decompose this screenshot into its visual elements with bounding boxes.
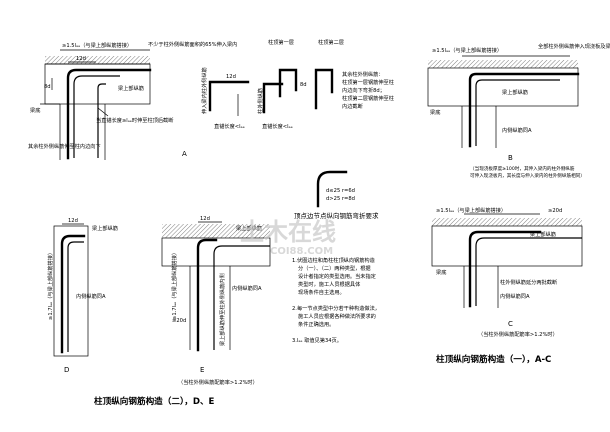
note-all-b: 全部柱外侧纵筋伸入现浇板及梁内 xyxy=(538,42,610,50)
dim-12d-a: 12d xyxy=(226,74,236,80)
note-bar-d: 内侧纵筋同A xyxy=(76,292,106,300)
watermark-logo: 土木在线 COI88.COM xyxy=(240,218,336,257)
note-vert-e: 梁上部纵筋伸至柱外侧纵筋内侧 xyxy=(218,273,226,346)
note-1-l2: 分（一）、（二）两种类型，根据 xyxy=(298,264,371,272)
note-1-l4: 类型时，施工人员根据具体 xyxy=(298,280,361,288)
dim-20d-c: ≥20d xyxy=(548,208,562,214)
straight-1: 直锚长度<lₐₑ xyxy=(214,122,245,130)
tag-d: D xyxy=(64,366,69,374)
radius-1: d≤25 r=6d xyxy=(326,188,355,194)
note-3: 3.lₐₑ 取值见第34页。 xyxy=(292,336,342,344)
note-under-b1: （当现浇板厚度≥100时，其伸入梁内的柱外侧纵筋 xyxy=(470,165,575,172)
dim-b: ≥1.5lₐₑ（与梁上部纵筋搭接） xyxy=(432,46,502,54)
beam-bar-b: 梁上部纵筋 xyxy=(502,88,528,96)
note-vert-a2: 柱外侧纵筋 xyxy=(256,88,264,114)
panel-d: 12d 梁上部纵筋 内侧纵筋同A D ≥1.7lₐₑ（与梁上部纵筋搭接） xyxy=(46,218,118,374)
note-under-e: （当柱外侧纵筋配筋率>1.2%时） xyxy=(178,378,258,386)
beam-bottom-b: 梁底 xyxy=(430,108,440,116)
dim-12d: 12d xyxy=(76,56,86,62)
dim-8d-a: 8d xyxy=(300,82,307,88)
note-bar-b: 内侧纵筋同A xyxy=(502,126,532,134)
note-side-4: 柱顶第二层钢筋伸至柱 xyxy=(342,94,394,102)
beam-bar-d: 梁上部纵筋 xyxy=(92,224,118,232)
label-col1: 柱顶第一层 xyxy=(268,38,294,46)
dim-20d-e: ≥20d xyxy=(172,318,186,324)
svg-text:COI88.COM: COI88.COM xyxy=(270,246,333,257)
dim-8d: 8d xyxy=(44,84,51,90)
beam-bottom-label: 梁底 xyxy=(30,106,40,114)
note-under-b2: 可伸入现浇板内，其长度与伸入梁内的柱外侧纵筋相同） xyxy=(470,172,585,179)
note-1-l1: 1.伏图边柱和角柱柱顶纵向钢筋构造 xyxy=(292,256,376,264)
beam-bar-e: 梁上部纵筋 xyxy=(236,224,262,232)
title-bottom-left: 柱顶纵向钢筋构造（二），D、E xyxy=(94,395,215,407)
radius-title: 顶点边节点纵向钢筋弯折要求 xyxy=(294,211,379,220)
panel-b: ≥1.5lₐₑ（与梁上部纵筋搭接） 全部柱外侧纵筋伸入现浇板及梁内 梁上部纵筋 … xyxy=(427,42,610,179)
note-inner-e: 内侧纵筋同A xyxy=(232,284,262,292)
note-2-l2: 施工人员应根据各种做法所要求的 xyxy=(298,312,376,320)
label-col2: 柱顶第二层 xyxy=(318,38,344,46)
title-right: 柱顶纵向钢筋构造（一），A-C xyxy=(436,353,551,365)
dim-vert-d: ≥1.7lₐₑ（与梁上部纵筋搭接） xyxy=(46,250,54,320)
note-side-3: 内边向下弯折8d； xyxy=(342,86,385,94)
note-right: 不少于柱外侧纵筋面积的65%伸入梁内 xyxy=(148,40,237,48)
note-vert-a: 伸入梁内柱外侧纵筋 xyxy=(200,67,208,114)
dim-vert-e: ≥1.7lₐₑ（与梁上部纵筋搭接） xyxy=(170,250,178,320)
panel-c: ≥1.5lₐₑ（与梁上部纵筋搭接） ≥20d 梁上部纵筋 梁底 柱外侧纵筋延分两… xyxy=(431,206,583,338)
note-bend: 当直锚长度≥lₐₑ时伸至柱顶后截断 xyxy=(96,116,173,124)
svg-text:土木在线: 土木在线 xyxy=(240,218,336,246)
note-2-l3: 条件正确选用。 xyxy=(298,320,334,328)
note-cut-c: 柱外侧纵筋延分两批截断 xyxy=(500,278,557,286)
dim-main-text: ≥1.5lₐₑ（与梁上部纵筋搭接） xyxy=(62,41,132,49)
beam-bar-c: 梁上部纵筋 xyxy=(530,230,556,238)
note-2-l1: 2.每一节点类型中分若干种构造做法， xyxy=(292,304,380,312)
dim-c: ≥1.5lₐₑ（与梁上部纵筋搭接） xyxy=(436,206,506,214)
tag-c: C xyxy=(508,320,513,328)
tag-b: B xyxy=(508,154,513,162)
tag-a: A xyxy=(182,150,187,158)
note-under-c: （当柱外侧纵筋配筋率>1.2%时） xyxy=(478,330,558,338)
dim-12d-d: 12d xyxy=(68,218,78,224)
note-side-2: 柱顶第一层钢筋伸至柱 xyxy=(342,78,394,86)
note-side-5: 内边截断 xyxy=(342,102,363,110)
panel-e: 12d 梁上部纵筋 内侧纵筋同A ≥20d E （当柱外侧纵筋配筋率>1.2%时… xyxy=(161,216,271,386)
panel-a: 柱顶第一层 柱顶第二层 12d 8d 直锚长度<lₐₑ 直锚长度<lₐₑ A 其… xyxy=(182,38,394,158)
notes-block: 1.伏图边柱和角柱柱顶纵向钢筋构造 分（一）、（二）两种类型，根据 设计者指定的… xyxy=(292,256,380,344)
note-1-l5: 现场条件自主选用。 xyxy=(298,288,345,296)
tag-e: E xyxy=(200,366,204,374)
column-outer-bar xyxy=(66,68,152,160)
note-1-l3: 设计者指定的类型选用。当未指定 xyxy=(298,272,376,280)
dim-12d-e: 12d xyxy=(200,216,210,222)
beam-bar-label: 梁上部纵筋 xyxy=(118,84,144,92)
note-side-1: 其余柱外侧纵筋： xyxy=(342,70,384,78)
detail-top-left: ≥1.5lₐₑ（与梁上部纵筋搭接） 不少于柱外侧纵筋面积的65%伸入梁内 12d… xyxy=(28,40,237,160)
radius-detail: d≤25 r=6d d>25 r=8d 顶点边节点纵向钢筋弯折要求 xyxy=(294,170,379,220)
straight-2: 直锚长度<lₐₑ xyxy=(262,122,293,130)
note-other: 其余柱外侧纵筋伸至柱内边向下 xyxy=(28,142,101,150)
radius-2: d>25 r=8d xyxy=(326,196,355,202)
slab-hatch xyxy=(45,56,150,64)
note-bar-c: 内侧纵筋同A xyxy=(500,292,530,300)
beam-bottom-c: 梁底 xyxy=(436,268,446,276)
